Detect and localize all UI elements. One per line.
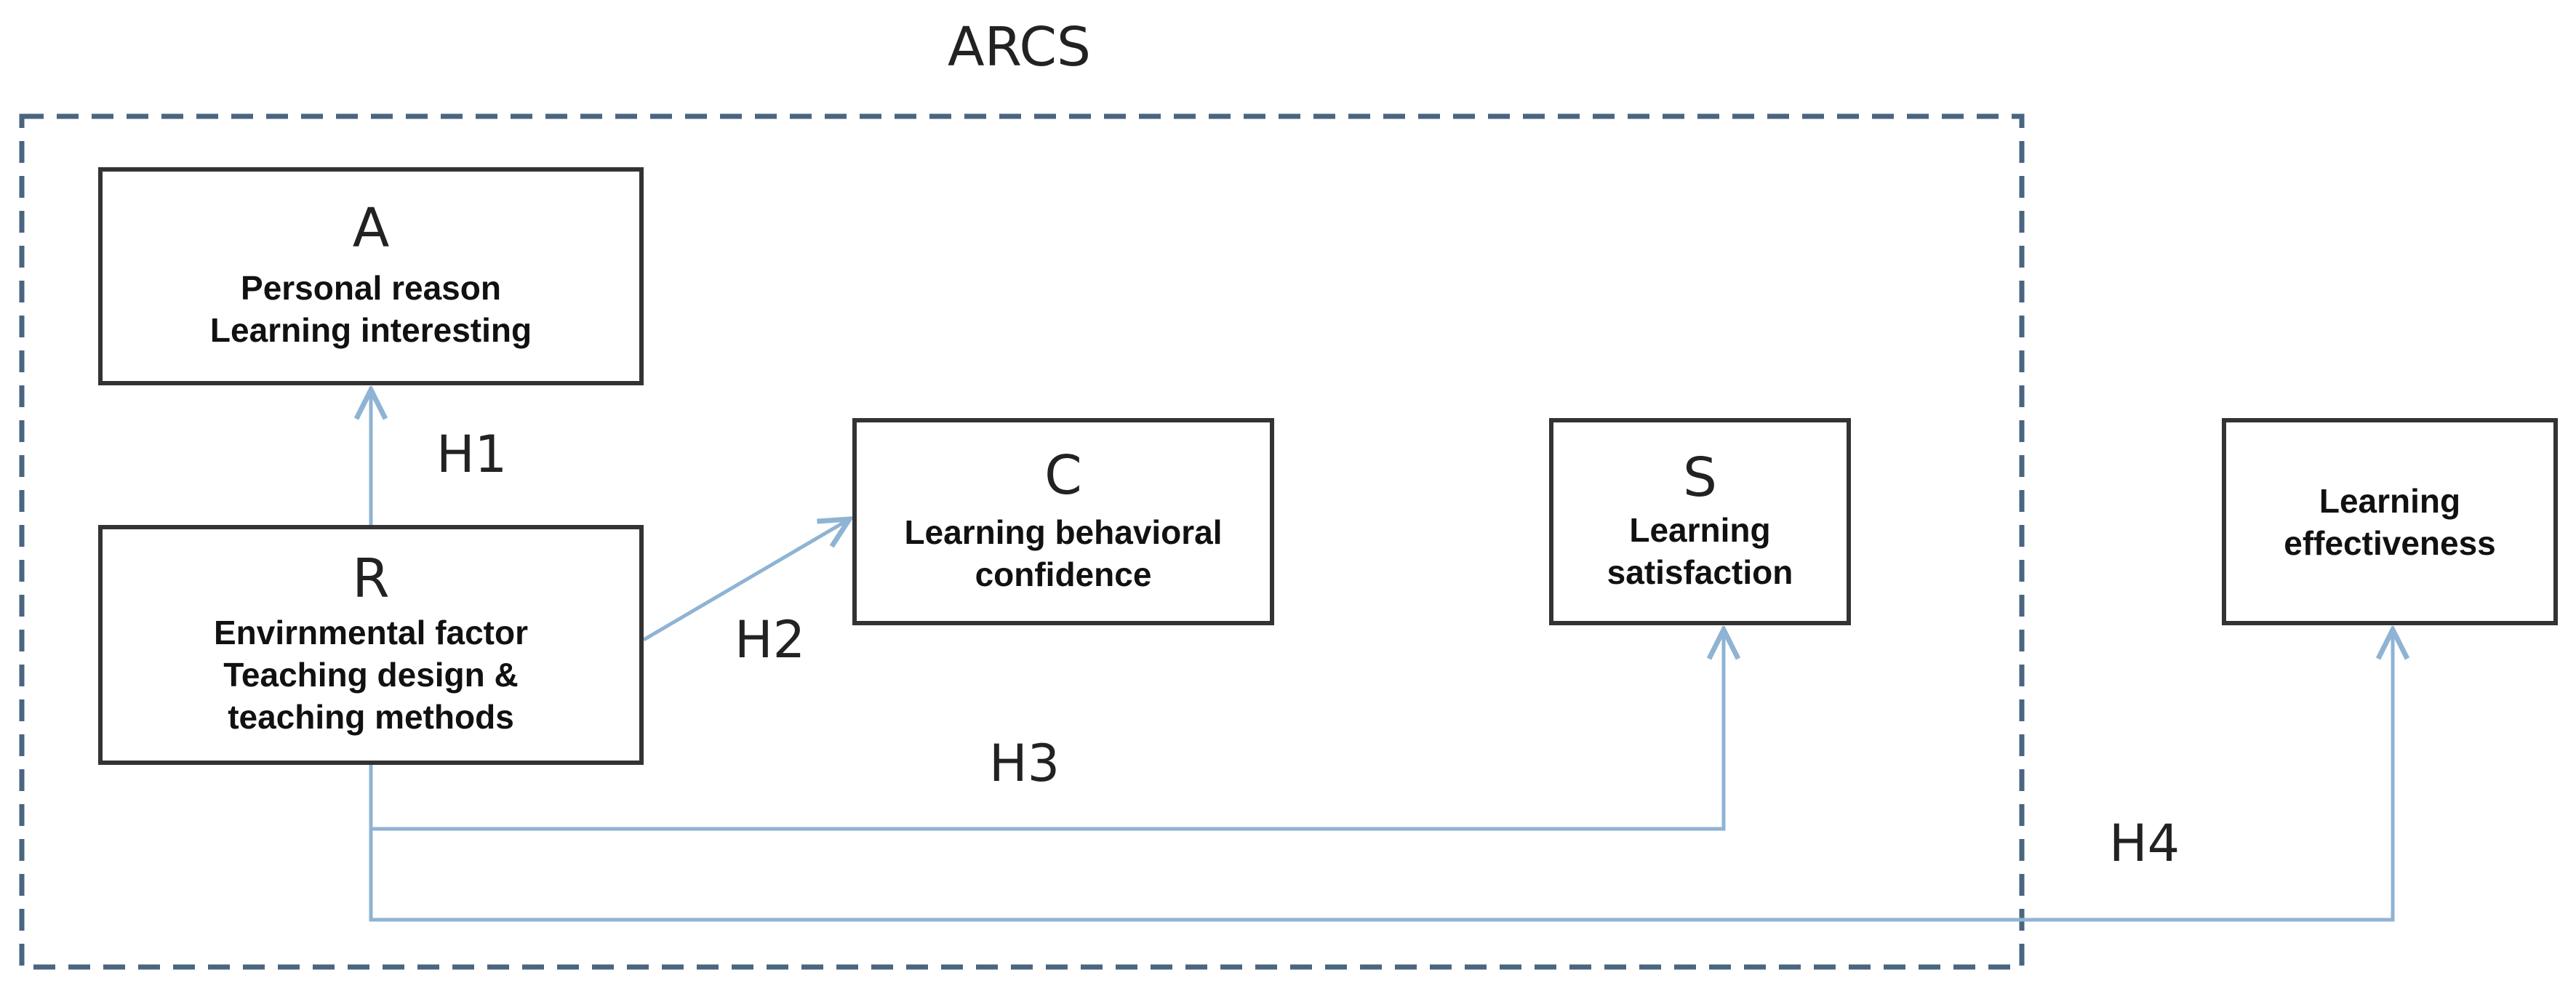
node-attention-letter: A <box>352 197 390 260</box>
node-satisfaction-line: satisfaction <box>1607 553 1793 591</box>
node-satisfaction: S Learning satisfaction <box>1549 418 1851 625</box>
node-satisfaction-line: Learning <box>1629 510 1771 549</box>
node-relevance: R Envirnmental factor Teaching design & … <box>98 525 644 765</box>
node-attention-line: Personal reason <box>241 269 501 307</box>
node-satisfaction-letter: S <box>1683 446 1717 509</box>
node-effectiveness-desc: Learning effectiveness <box>2284 480 2496 564</box>
node-confidence-line: Learning behavioral <box>904 513 1223 551</box>
node-relevance-line: Envirnmental factor <box>214 614 528 651</box>
node-attention-desc: Personal reason Learning interesting <box>210 267 532 351</box>
node-attention: A Personal reason Learning interesting <box>98 167 644 385</box>
node-confidence-letter: C <box>1044 444 1082 507</box>
node-effectiveness: Learning effectiveness <box>2222 418 2558 625</box>
node-relevance-line: teaching methods <box>228 698 514 736</box>
node-effectiveness-line: effectiveness <box>2284 523 2496 562</box>
node-effectiveness-line: Learning <box>2319 481 2461 520</box>
arrow-h2 <box>642 519 849 642</box>
node-confidence-line: confidence <box>975 555 1152 593</box>
arrow-h4 <box>369 630 2393 922</box>
hypothesis-label-h1: H1 <box>436 425 508 484</box>
node-satisfaction-desc: Learning satisfaction <box>1607 509 1793 593</box>
node-relevance-letter: R <box>352 547 390 610</box>
hypothesis-label-h2: H2 <box>735 610 806 670</box>
hypothesis-label-h3: H3 <box>989 734 1060 793</box>
node-attention-line: Learning interesting <box>209 311 532 349</box>
arcs-dashed-frame <box>19 113 2025 970</box>
arrow-h3 <box>369 630 1724 831</box>
hypothesis-label-h4: H4 <box>2109 814 2180 873</box>
node-confidence-desc: Learning behavioral confidence <box>904 511 1222 595</box>
node-confidence: C Learning behavioral confidence <box>852 418 1274 625</box>
arcs-title: ARCS <box>948 16 1091 79</box>
node-relevance-desc: Envirnmental factor Teaching design & te… <box>214 611 528 738</box>
node-relevance-line: Teaching design & <box>223 656 519 694</box>
